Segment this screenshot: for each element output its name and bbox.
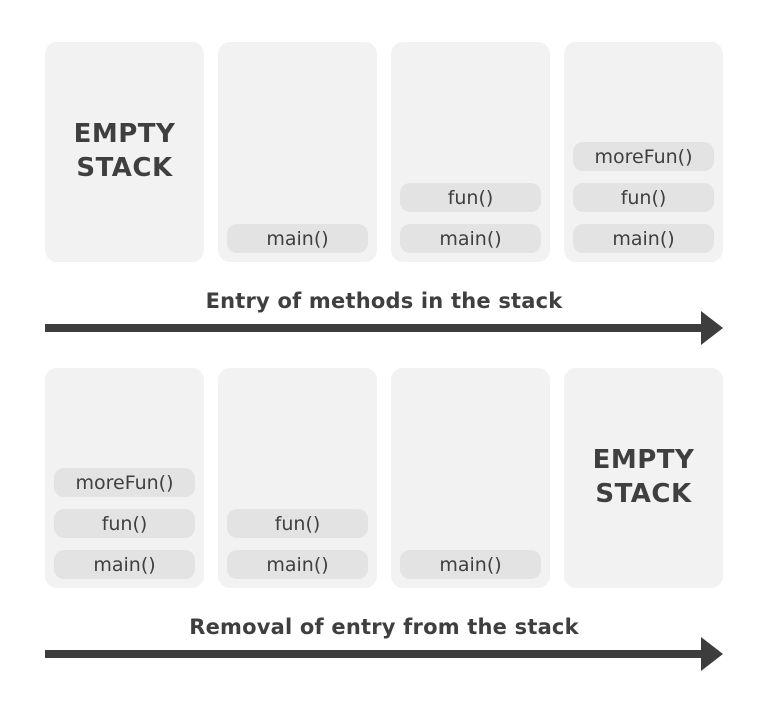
removal-phase: moreFun() fun() main() fun() main() main… [45,368,723,672]
removal-caption: Removal of entry from the stack [189,615,579,639]
stack-panel: moreFun() fun() main() [564,42,723,262]
empty-stack-label: EMPTY STACK [73,119,176,183]
empty-stack-label: EMPTY STACK [592,445,695,509]
stack-frame: main() [54,550,195,579]
arrow-right-icon [45,637,723,671]
entry-phase: EMPTY STACK main() fun() main() moreFun(… [45,42,723,346]
stack-panel: moreFun() fun() main() [45,368,204,588]
stack-panel: fun() main() [391,42,550,262]
stack-frame: fun() [227,509,368,538]
stack-frame: fun() [400,183,541,212]
stack-panel-empty: EMPTY STACK [564,368,723,588]
stack-panel: main() [391,368,550,588]
stack-panel-empty: EMPTY STACK [45,42,204,262]
stack-frame: main() [573,224,714,253]
removal-panel-row: moreFun() fun() main() fun() main() main… [45,368,723,588]
entry-panel-row: EMPTY STACK main() fun() main() moreFun(… [45,42,723,262]
stack-panel: main() [218,42,377,262]
stack-frame: fun() [54,509,195,538]
stack-frame: fun() [573,183,714,212]
stack-frame: main() [227,224,368,253]
arrow-right-icon [45,311,723,345]
stack-frame: main() [227,550,368,579]
entry-caption: Entry of methods in the stack [205,289,563,313]
stack-panel: fun() main() [218,368,377,588]
stack-frame: moreFun() [573,142,714,171]
stack-frame: main() [400,550,541,579]
stack-frame: moreFun() [54,468,195,497]
stack-frame: main() [400,224,541,253]
